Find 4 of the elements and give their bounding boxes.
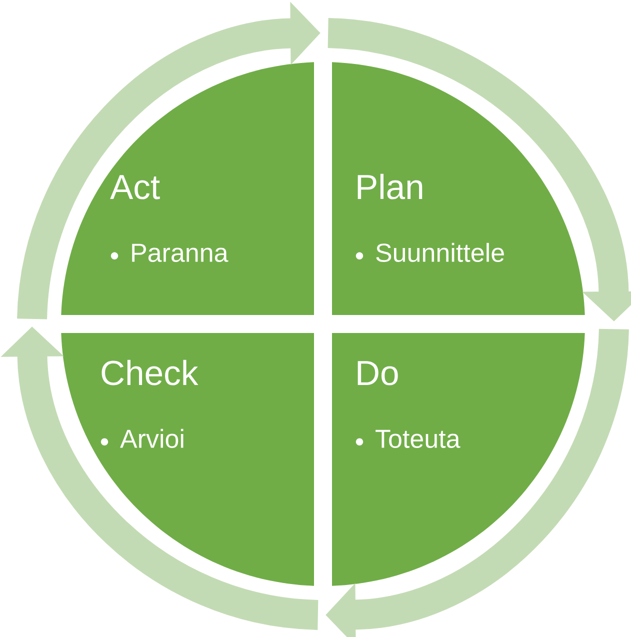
quadrant-sector: Check Arvioi bbox=[61, 333, 314, 586]
quadrant-sector: Do Toteuta bbox=[332, 333, 585, 586]
quadrant-sector: Act Paranna bbox=[61, 62, 314, 315]
quadrant-sector: Plan Suunnittele bbox=[332, 62, 585, 315]
